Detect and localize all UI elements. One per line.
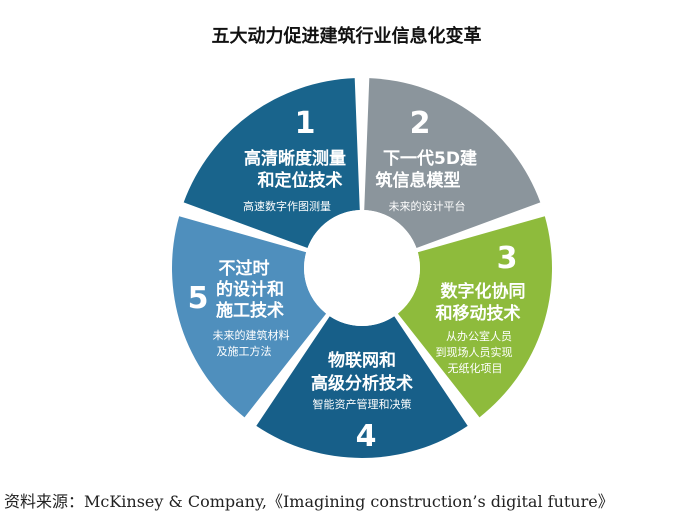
segment-2-subtitle: 未来的设计平台 — [389, 199, 466, 213]
segment-2 — [364, 78, 541, 248]
segment-3-subtitle-line3: 无纸化项目 — [448, 361, 503, 375]
segment-1-subtitle: 高速数字作图测量 — [243, 199, 331, 213]
segment-1-title-line2: 和定位技术 — [258, 170, 343, 191]
segment-5 — [172, 216, 327, 418]
segment-4-number: 4 — [356, 419, 377, 454]
segment-3-title-line2: 和移动技术 — [436, 303, 521, 324]
segment-2-title-line2: 筑信息模型 — [376, 170, 461, 191]
segment-5-subtitle-line1: 未来的建筑材料 — [213, 328, 290, 342]
center-hole — [304, 210, 420, 326]
segment-4-title-line1: 物联网和 — [328, 350, 396, 371]
segment-3 — [397, 216, 553, 418]
segment-5-title-line3: 施工技术 — [216, 300, 284, 321]
segment-5-number: 5 — [188, 281, 209, 316]
segment-4-title-line2: 高级分析技术 — [311, 373, 413, 394]
segment-3-number: 3 — [497, 241, 518, 276]
diagram-title: 五大动力促进建筑行业信息化变革 — [211, 26, 482, 47]
segment-4-subtitle: 智能资产管理和决策 — [313, 397, 412, 411]
segment-2-title-line1: 下一代5D建 — [383, 148, 477, 169]
segment-3-title-line1: 数字化协同 — [441, 281, 526, 302]
segment-1-title-line1: 高清晰度测量 — [244, 148, 346, 169]
source-citation: 资料来源：McKinsey & Company,《Imagining const… — [4, 492, 614, 511]
segment-5-title-line2: 的设计和 — [216, 279, 284, 300]
segment-1-number: 1 — [295, 106, 316, 141]
segment-3-subtitle-line1: 从办公室人员 — [446, 329, 512, 343]
segment-1 — [183, 78, 360, 248]
segment-5-subtitle-line2: 及施工方法 — [217, 344, 272, 358]
segment-2-number: 2 — [410, 106, 431, 141]
segment-3-subtitle-line2: 到现场人员实现 — [436, 345, 513, 359]
segment-4 — [256, 316, 468, 459]
segment-5-title-line1: 不过时 — [219, 259, 270, 279]
